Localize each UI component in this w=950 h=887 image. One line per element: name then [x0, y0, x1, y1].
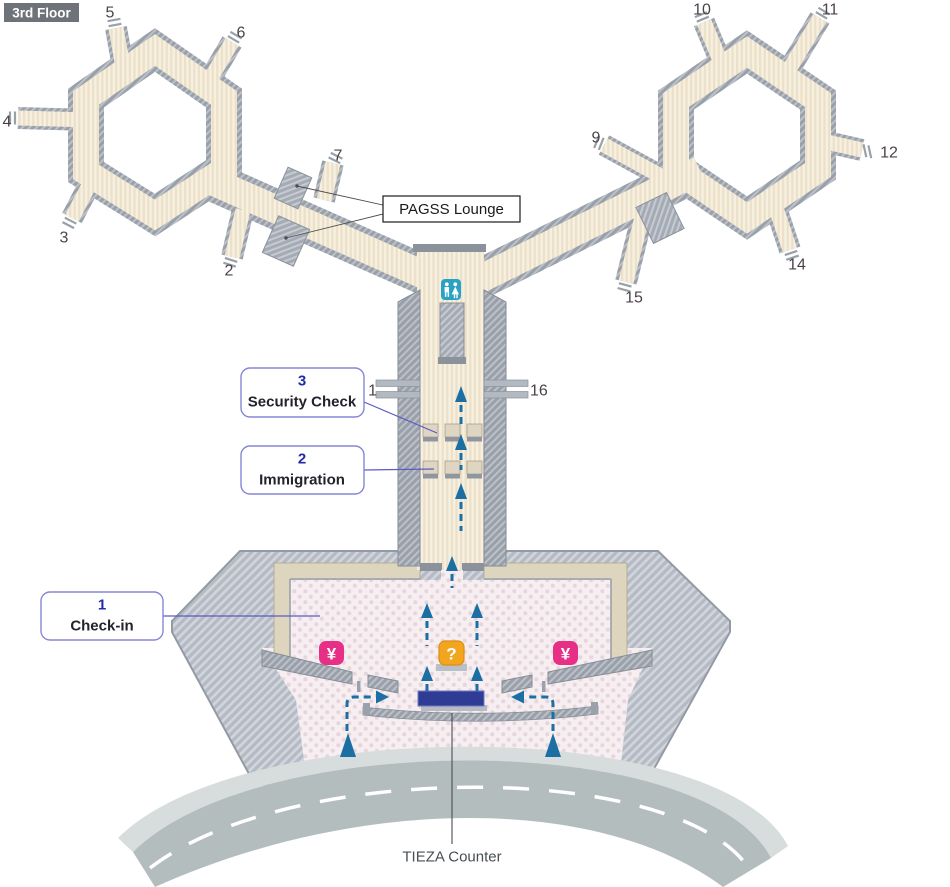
central-corridor [375, 244, 529, 582]
checkin-label: 1 Check-in [40, 591, 164, 641]
security-check-label: 3 Security Check [240, 367, 365, 418]
access-road [118, 746, 788, 887]
immigration-label: 2 Immigration [240, 445, 365, 495]
floor-badge: 3rd Floor [4, 3, 79, 22]
svg-text:Security Check: Security Check [248, 394, 357, 411]
svg-text:Immigration: Immigration [259, 472, 345, 489]
gate-label: 11 [822, 2, 839, 19]
concourse-walkways [17, 14, 864, 303]
pagss-lounge-small [273, 166, 313, 210]
currency-exchange-icon-right: ¥ [553, 641, 578, 665]
svg-text:PAGSS Lounge: PAGSS Lounge [399, 201, 504, 218]
svg-text:3rd Floor: 3rd Floor [12, 6, 71, 21]
gate-bridge-ticks [8, 6, 873, 293]
gate-label: 2 [225, 263, 234, 280]
gate-label: 1 [368, 383, 377, 400]
entrance-door-right [542, 681, 546, 692]
svg-text:1: 1 [98, 597, 106, 614]
gate-label: 15 [625, 290, 643, 307]
leader-lines [163, 184, 453, 844]
gate-label: 4 [3, 114, 12, 131]
road-centerline [148, 785, 752, 871]
tieza-counter-label: TIEZA Counter [402, 849, 501, 866]
gate-label: 12 [880, 145, 898, 162]
hall-wedge-right [547, 649, 653, 685]
currency-exchange-icon-left: ¥ [319, 641, 344, 665]
svg-text:¥: ¥ [561, 645, 571, 664]
gate-label: 16 [530, 383, 548, 400]
restroom-block [439, 302, 465, 360]
gate-label: 5 [106, 5, 115, 22]
gate-numbers: 1 2 3 4 5 6 7 9 10 11 12 14 15 16 [3, 2, 898, 400]
road [133, 760, 771, 887]
jet-bridges [375, 379, 529, 399]
svg-text:?: ? [446, 645, 456, 664]
pagss-lounge-label: PAGSS Lounge [382, 195, 521, 223]
svg-text:Check-in: Check-in [70, 618, 133, 635]
gate-label: 6 [237, 25, 246, 42]
gate-label: 3 [60, 230, 69, 247]
right-service-area [635, 191, 685, 245]
gate-label: 9 [592, 130, 601, 147]
svg-text:2: 2 [298, 451, 306, 468]
svg-text:3: 3 [298, 373, 306, 390]
gate-label: 10 [693, 2, 711, 19]
checkpoint-counters [422, 423, 483, 479]
tieza-counter-bar [417, 690, 487, 711]
pagss-lounge-areas [261, 166, 685, 267]
walkway-arrows [340, 386, 561, 757]
entrance-door-left [357, 681, 361, 692]
restroom-icon [441, 279, 461, 300]
hall-wedge-left [261, 649, 353, 685]
pagss-lounge-large [261, 215, 311, 267]
sidewalk [118, 746, 788, 858]
svg-text:¥: ¥ [327, 645, 337, 664]
information-icon: ? [436, 640, 467, 671]
gate-label: 7 [334, 148, 343, 165]
gate-label: 14 [788, 257, 806, 274]
